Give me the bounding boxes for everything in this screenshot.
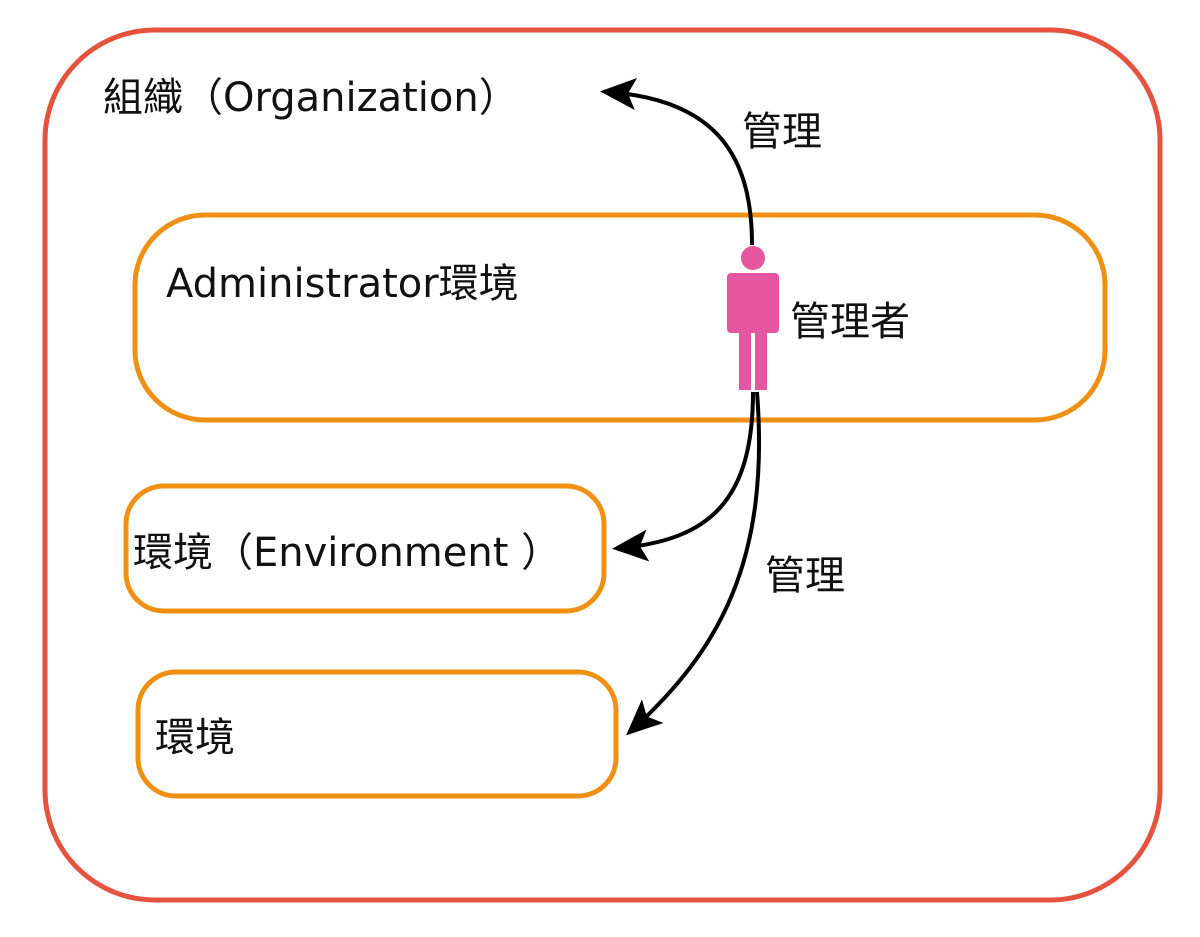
environment-box-2 xyxy=(135,669,619,799)
organization-container xyxy=(42,27,1163,903)
organization-label: 組織（Organization） xyxy=(103,75,519,121)
edge-label-manage-organization: 管理 xyxy=(742,109,822,155)
arrow-to-organization xyxy=(600,78,754,246)
edge-label-manage-environments: 管理 xyxy=(765,553,845,599)
person-icon xyxy=(727,246,779,390)
admin-environment-label: Administrator環境 xyxy=(166,261,519,307)
environment-box-1 xyxy=(123,483,607,614)
environment-2-label: 環境 xyxy=(155,715,235,761)
arrow-to-environment-1 xyxy=(612,391,755,562)
admin-environment-box xyxy=(132,212,1108,423)
administrator-label: 管理者 xyxy=(790,299,910,345)
arrow-to-environment-2 xyxy=(626,391,762,736)
environment-1-label: 環境（Environment ） xyxy=(133,530,562,576)
